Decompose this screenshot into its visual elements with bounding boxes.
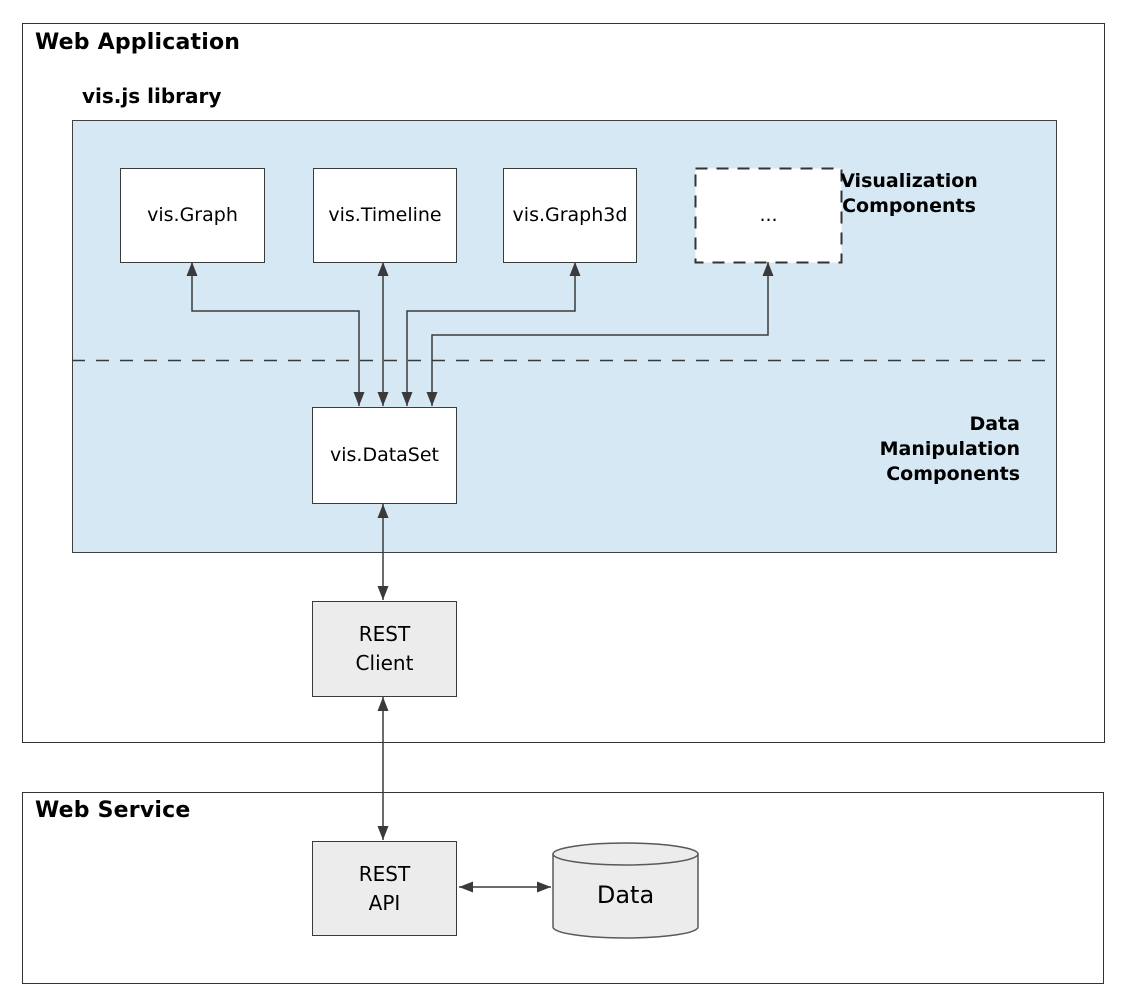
label-data-manipulation-components: Data Manipulation Components (879, 413, 1020, 485)
box-rest-api: REST API (312, 841, 457, 936)
box-vis-graph3d: vis.Graph3d (503, 168, 637, 263)
web-application-title: Web Application (35, 30, 241, 55)
box-vis-graph: vis.Graph (120, 168, 265, 263)
box-rest-client: REST Client (312, 601, 457, 697)
box-ellipsis: ... (759, 204, 778, 226)
data-cylinder-label: Data (596, 881, 655, 909)
visjs-library-title: vis.js library (82, 84, 222, 108)
label-visualization-components: Visualization Components (840, 170, 978, 217)
web-service-title: Web Service (35, 798, 191, 823)
box-vis-timeline: vis.Timeline (313, 168, 457, 263)
box-vis-dataset: vis.DataSet (312, 407, 457, 504)
